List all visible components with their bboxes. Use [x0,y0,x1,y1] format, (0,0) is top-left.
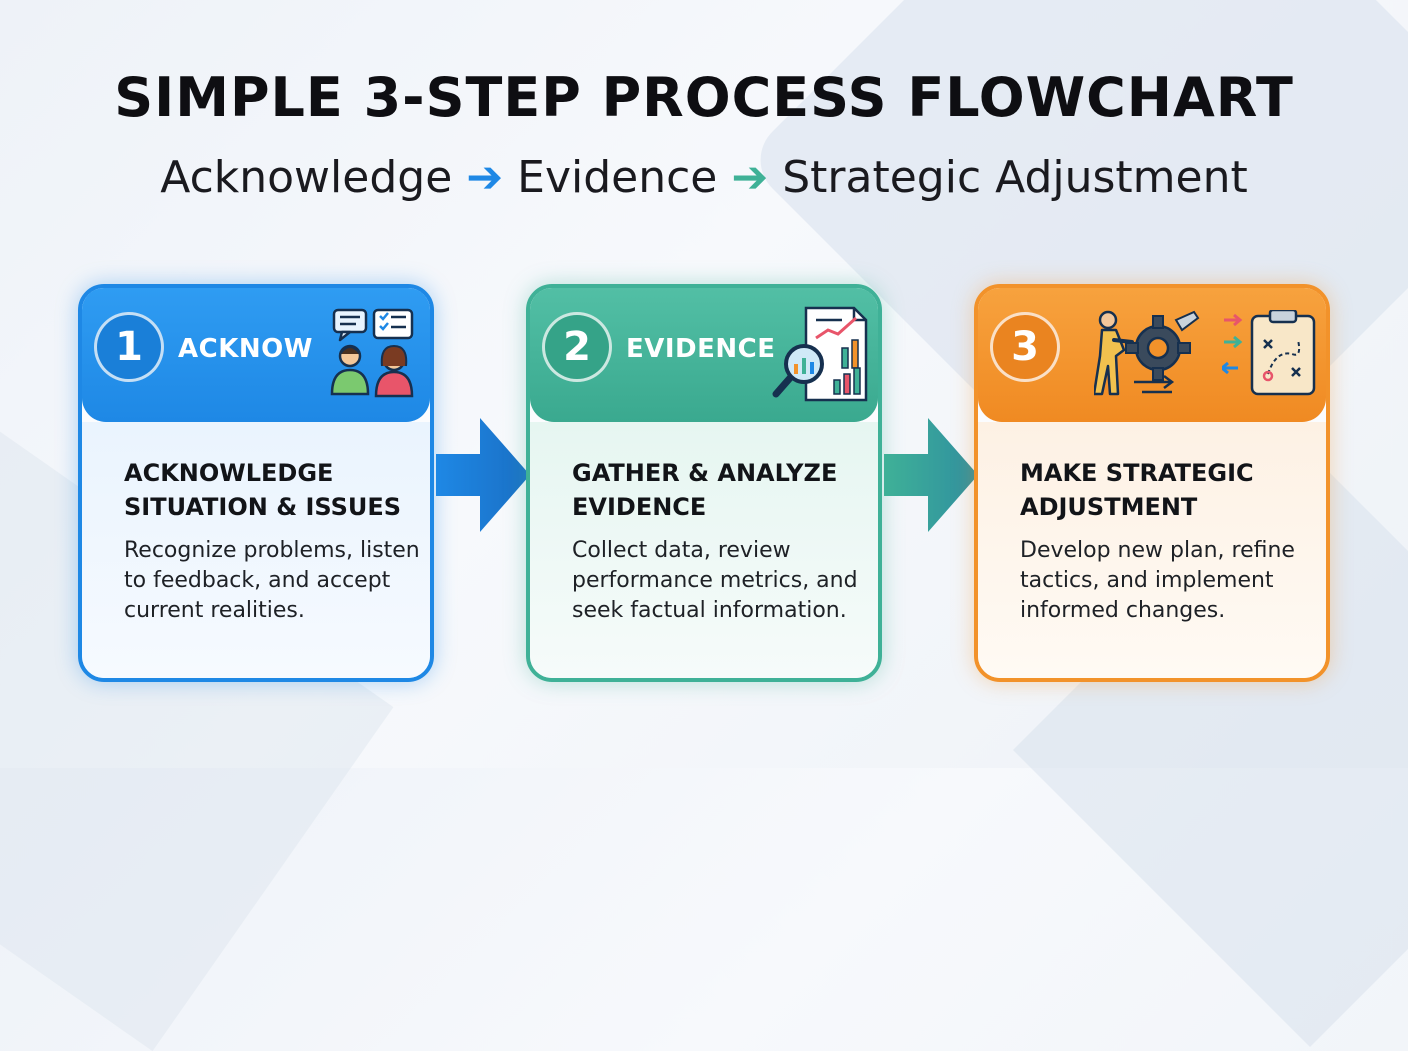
page-title: SIMPLE 3-STEP PROCESS FLOWCHART [114,66,1294,129]
arrow-right-icon: ➔ [731,152,769,203]
step-number-badge: 1 [94,312,164,382]
step-header-2: 2 EVIDENCE [530,288,878,422]
step-description: Develop new plan, refine tactics, and im… [1020,538,1295,623]
subtitle-step-1: Acknowledge [160,152,453,203]
flow-arrow-icon [436,418,530,532]
magnifier-report-icon [772,306,868,402]
step-heading: ACKNOWLEDGE SITUATION & ISSUES [124,459,402,521]
step-card-1: 1 ACKNOW ACKNOWLEDGE SITUATION & ISSUES … [78,284,434,682]
step-heading: GATHER & ANALYZE EVIDENCE [572,459,838,521]
step-header-label: ACKNOW [178,334,313,364]
subtitle-step-2: Evidence [517,152,718,203]
step-number-badge: 3 [990,312,1060,382]
arrow-right-icon: ➔ [466,152,504,203]
people-feedback-icon [330,308,414,398]
step-number-badge: 2 [542,312,612,382]
step-card-3: 3 [974,284,1330,682]
step-header-1: 1 ACKNOW [82,288,430,422]
step-description: Collect data, review performance metrics… [572,538,858,623]
flow-arrow-icon [884,418,978,532]
step-description: Recognize problems, listen to feedback, … [124,538,420,623]
subtitle-step-3: Strategic Adjustment [782,152,1248,203]
subtitle: Acknowledge ➔ Evidence ➔ Strategic Adjustmen… [0,152,1408,203]
step-header-3: 3 [978,288,1326,422]
step-card-2: 2 EVIDENCE GATHER & ANALYZE EVIDENCE Col… [526,284,882,682]
clipboard-plan-icon [1222,310,1316,396]
step-header-label: EVIDENCE [626,334,776,364]
gear-strategy-icon [1094,310,1200,396]
step-heading: MAKE STRATEGIC ADJUSTMENT [1020,459,1254,521]
